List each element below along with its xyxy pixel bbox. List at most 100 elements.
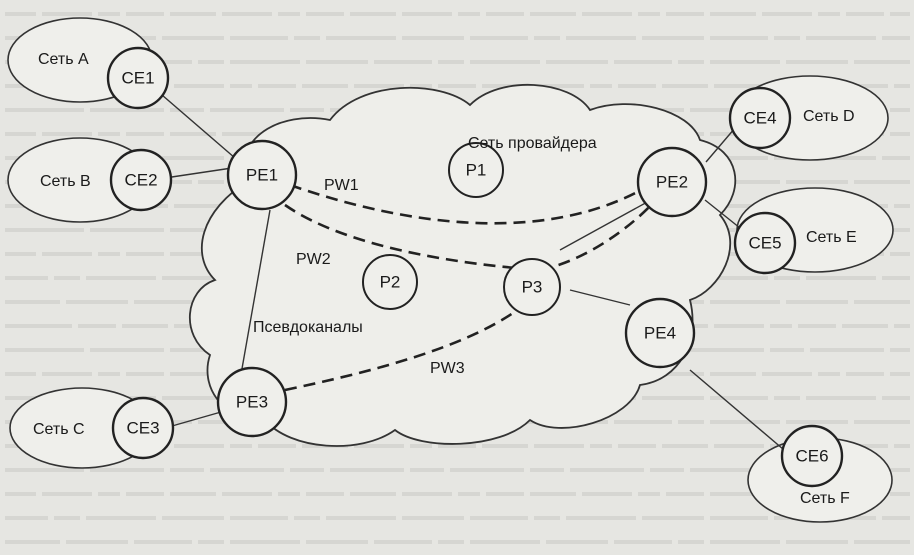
background-text-line [90, 108, 164, 112]
background-text-line [290, 468, 324, 472]
ce4-label: CE4 [743, 109, 776, 128]
background-text-line [666, 492, 704, 496]
background-text-line [66, 300, 128, 304]
background-text-line [710, 60, 780, 64]
background-text-line [306, 12, 344, 16]
background-text-line [162, 396, 224, 400]
background-text-line [410, 444, 432, 448]
background-text-line [230, 540, 300, 544]
background-text-line [714, 444, 764, 448]
background-text-line [98, 372, 120, 376]
background-text-line [126, 492, 164, 496]
background-text-line [134, 540, 192, 544]
background-text-line [534, 444, 584, 448]
background-text-line [42, 492, 92, 496]
background-text-line [42, 372, 92, 376]
background-text-line [534, 516, 560, 520]
background-text-line [678, 540, 704, 544]
background-text-line [410, 84, 432, 88]
background-text-line [5, 516, 48, 520]
background-text-line [230, 36, 288, 40]
background-text-line [170, 468, 204, 472]
background-text-line [710, 36, 768, 40]
background-text-line [482, 84, 528, 88]
background-text-line [410, 468, 444, 472]
background-text-line [354, 84, 404, 88]
background-text-line [530, 492, 576, 496]
pw2-label: PW2 [296, 251, 331, 268]
background-text-line [678, 420, 704, 424]
background-text-line [890, 492, 910, 496]
background-text-line [162, 36, 224, 40]
ce3-node [111, 396, 175, 460]
background-text-line [566, 516, 636, 520]
background-text-line [438, 84, 476, 88]
background-text-line [890, 372, 910, 376]
background-text-line [566, 36, 636, 40]
background-text-line [174, 84, 224, 88]
background-text-line [710, 156, 768, 160]
background-text-line [230, 84, 252, 88]
background-text-line [614, 60, 672, 64]
site-b-label: Сеть B [40, 173, 91, 190]
background-text-line [438, 444, 476, 448]
background-text-line [162, 156, 224, 160]
background-text-line [170, 252, 216, 256]
ce6-label: CE6 [795, 447, 828, 466]
background-text-line [5, 396, 48, 400]
background-text-line [230, 60, 300, 64]
background-text-line [710, 516, 768, 520]
background-text-line [806, 36, 876, 40]
background-text-line [402, 12, 452, 16]
pe2-label: PE2 [656, 173, 688, 192]
background-text-line [882, 156, 910, 160]
background-text-line [666, 12, 704, 16]
background-text-line [710, 252, 756, 256]
background-text-line [230, 516, 288, 520]
background-text-line [770, 324, 792, 328]
background-text-line [470, 36, 528, 40]
ce1-label: CE1 [121, 69, 154, 88]
background-text-line [90, 468, 164, 472]
background-text-line [294, 516, 320, 520]
background-text-line [690, 468, 764, 472]
background-text-line [258, 444, 296, 448]
background-text-line [86, 516, 156, 520]
pe2-node [636, 146, 708, 218]
pe1-node [226, 139, 298, 211]
background-text-line [482, 444, 528, 448]
background-text-line [534, 84, 584, 88]
background-text-line [690, 348, 764, 352]
ce2-node [109, 148, 173, 212]
background-text-line [374, 60, 432, 64]
background-text-line [582, 492, 632, 496]
pe4-label: PE4 [644, 324, 676, 343]
background-text-line [642, 516, 704, 520]
background-text-line [854, 420, 910, 424]
background-text-line [894, 324, 910, 328]
site-a-label: Сеть A [38, 51, 89, 68]
background-text-line [222, 12, 272, 16]
background-text-line [230, 444, 252, 448]
background-text-line [402, 36, 464, 40]
background-text-line [458, 12, 480, 16]
background-text-line [650, 468, 684, 472]
background-text-line [5, 468, 84, 472]
background-text-line [890, 468, 910, 472]
background-text-line [890, 348, 910, 352]
background-text-line [762, 372, 812, 376]
background-text-line [710, 12, 756, 16]
background-text-line [5, 324, 72, 328]
background-text-line [438, 60, 464, 64]
background-text-line [98, 492, 120, 496]
background-text-line [714, 204, 764, 208]
background-text-line [710, 420, 780, 424]
background-text-line [894, 444, 910, 448]
background-text-line [530, 468, 564, 472]
background-text-line [66, 540, 128, 544]
background-text-line [650, 108, 684, 112]
background-text-line [486, 492, 524, 496]
background-text-line [174, 204, 224, 208]
